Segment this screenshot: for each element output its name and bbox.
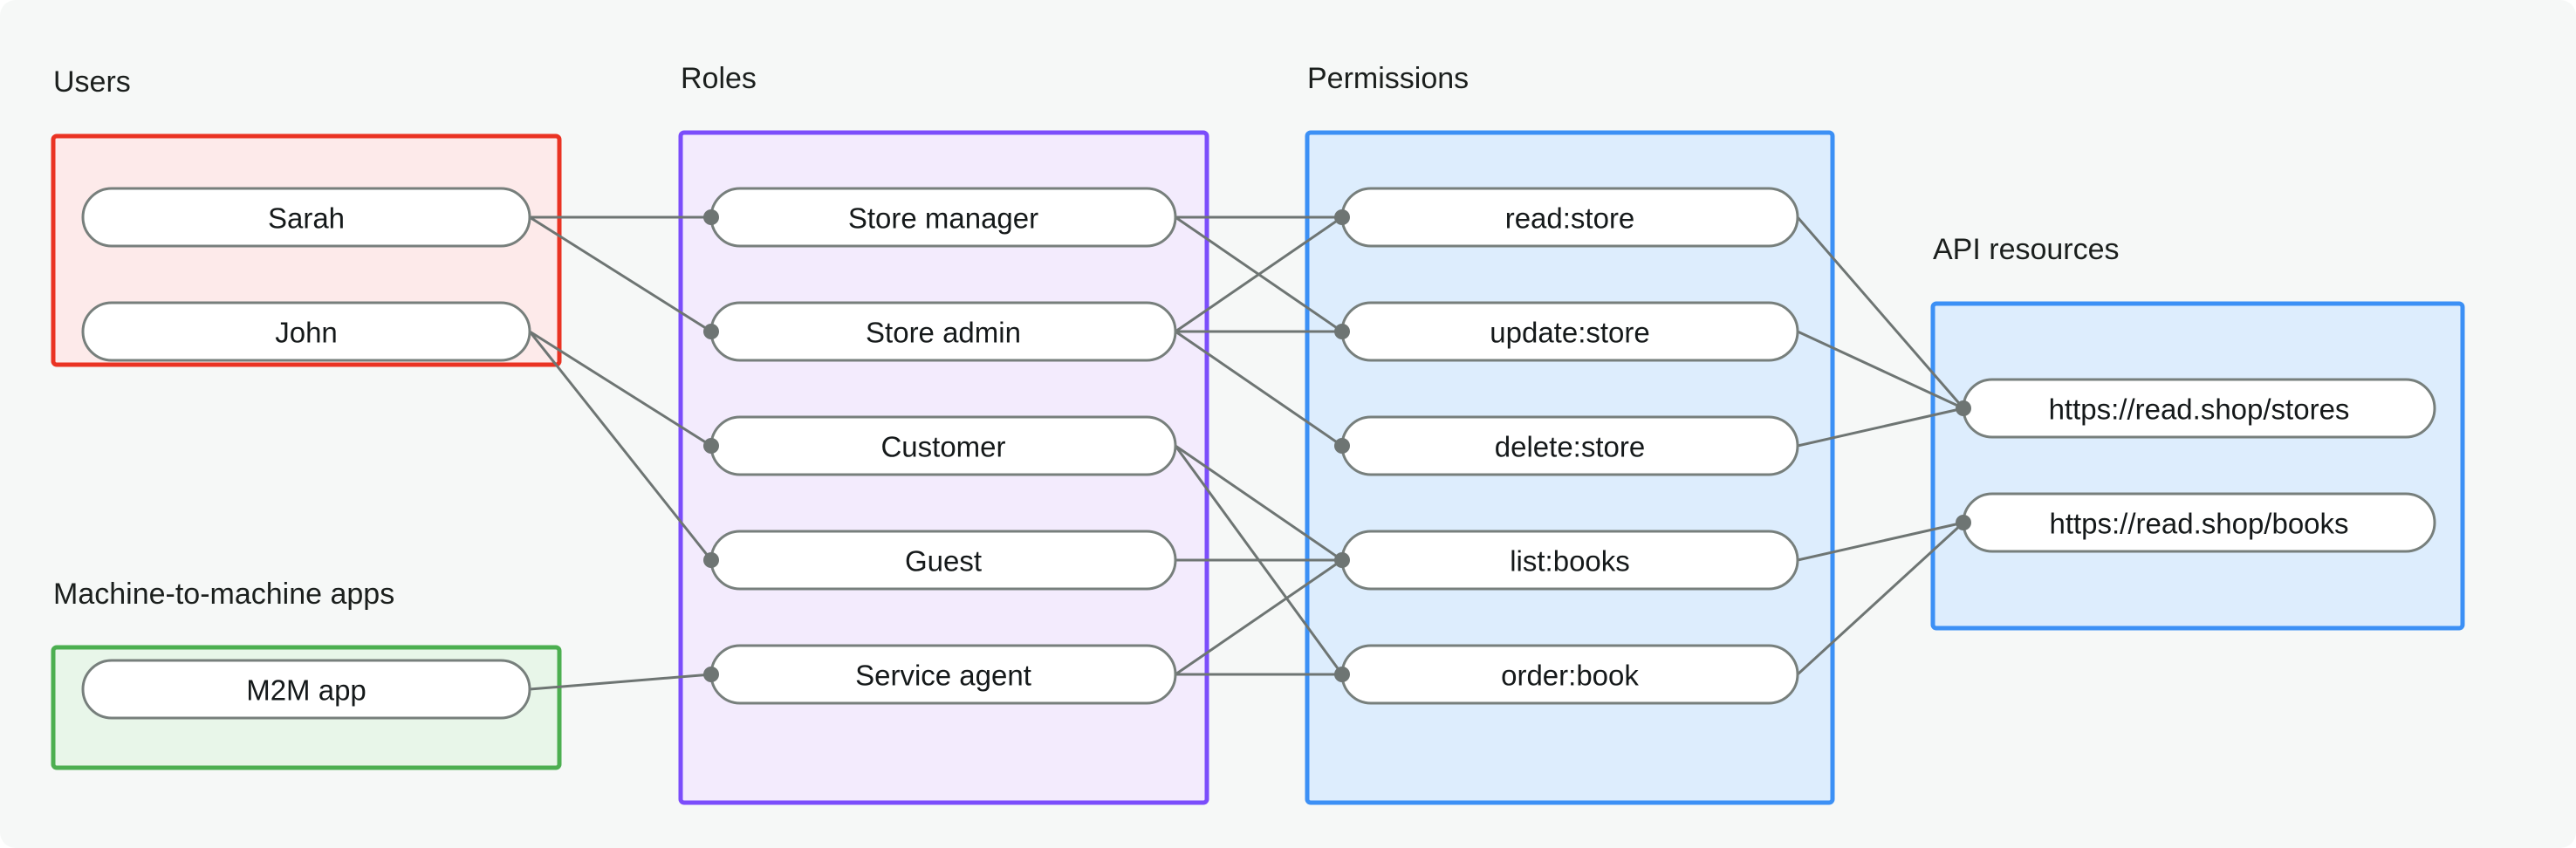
edge-john-guest (528, 331, 713, 561)
edge-john-customer (529, 330, 712, 448)
node-label-sarah: Sarah (268, 202, 345, 235)
edge-endpoint-dot-update-store (1334, 324, 1350, 339)
group-title-permissions: Permissions (1307, 62, 1469, 95)
edge-customer-list-books (1175, 444, 1343, 562)
group-title-api-resources: API resources (1933, 233, 2120, 266)
node-sarah[interactable] (81, 187, 531, 248)
edge-endpoint-dot-list-books (1334, 552, 1350, 568)
edges-layer (528, 215, 1965, 691)
edge-read-store-stores (1796, 216, 1965, 409)
edge-endpoint-dots-layer (703, 209, 1971, 682)
edge-endpoint-dot-store-admin (703, 324, 719, 339)
node-john[interactable] (81, 301, 531, 362)
node-label-order-book: order:book (1501, 660, 1639, 692)
node-m2m-app[interactable] (81, 659, 531, 720)
node-label-store-admin: Store admin (866, 317, 1021, 349)
node-label-store-manager: Store manager (848, 202, 1038, 235)
node-label-read-store: read:store (1505, 202, 1635, 235)
edge-endpoint-dot-read-store (1334, 209, 1350, 225)
edge-endpoint-dot-order-book (1334, 667, 1350, 682)
group-title-users: Users (53, 65, 131, 99)
edge-store-admin-delete-store (1175, 330, 1343, 448)
group-container-api-resources (1930, 301, 2465, 631)
node-label-service-agent: Service agent (855, 660, 1031, 692)
edge-endpoint-dot-store-manager (703, 209, 719, 225)
node-label-delete-store: delete:store (1495, 431, 1645, 463)
edge-endpoint-dot-guest (703, 552, 719, 568)
node-label-customer: Customer (880, 431, 1005, 463)
group-title-m2m: Machine-to-machine apps (53, 578, 394, 611)
group-title-roles: Roles (681, 62, 757, 95)
edge-update-store-stores (1797, 330, 1964, 410)
edge-delete-store-stores (1797, 407, 1964, 448)
edge-endpoint-dot-delete-store (1334, 438, 1350, 454)
node-label-read-shop-books: https://read.shop/books (2049, 508, 2348, 540)
edge-service-agent-list-books (1175, 558, 1343, 676)
node-label-john: John (275, 317, 338, 349)
edge-endpoint-dot-service-agent (703, 667, 719, 682)
edge-endpoint-dot-customer (703, 438, 719, 454)
edge-m2m-app-service-agent (529, 673, 712, 691)
node-label-guest: Guest (905, 545, 982, 578)
edge-endpoint-dot-read-shop-books (1956, 515, 1971, 530)
node-label-list-books: list:books (1510, 545, 1630, 578)
edge-order-book-books (1796, 521, 1965, 676)
edge-sarah-store-admin (529, 215, 712, 333)
node-label-update-store: update:store (1490, 317, 1649, 349)
edge-list-books-books (1797, 521, 1964, 562)
edge-endpoint-dot-read-shop-stores (1956, 400, 1971, 416)
node-label-m2m-app: M2M app (246, 674, 367, 707)
node-label-read-shop-stores: https://read.shop/stores (2049, 393, 2350, 426)
edge-store-admin-read-store (1175, 215, 1343, 333)
